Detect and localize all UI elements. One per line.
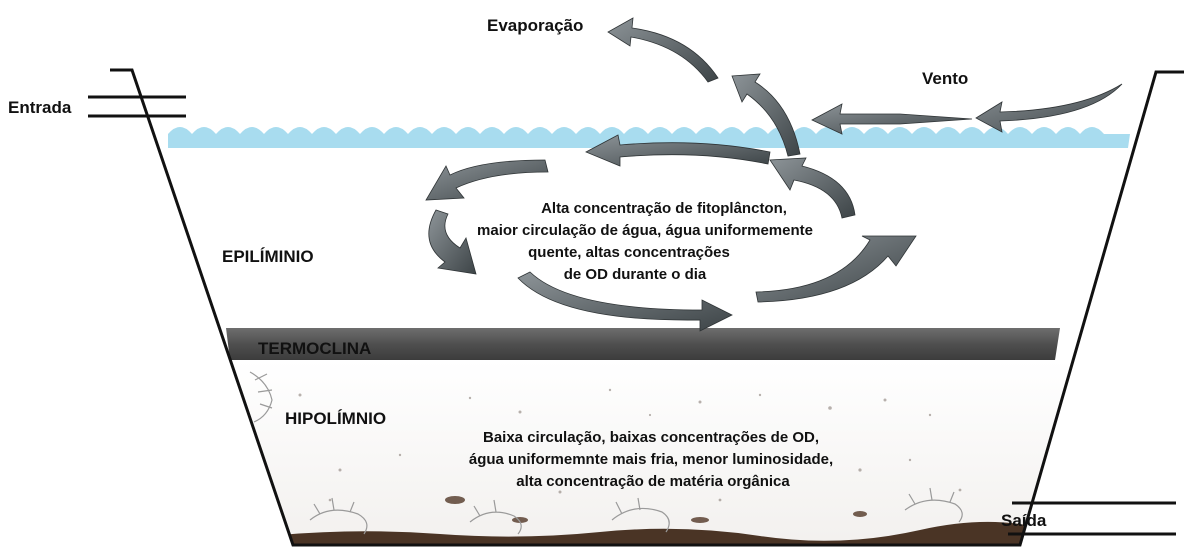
epilimnion-description: Alta concentração de fitoplâncton, maior…: [477, 200, 813, 283]
evaporation-arrow-upper: [607, 17, 719, 83]
epilimnion-label: EPILÍMINIO: [222, 247, 314, 266]
hypolimnion-text-line: alta concentração de matéria orgânica: [516, 473, 790, 490]
evaporation-label: Evaporação: [487, 16, 583, 35]
wind-label: Vento: [922, 69, 968, 88]
epilimnion-text-line: quente, altas concentrações: [528, 244, 730, 261]
epilimnion-text-line: maior circulação de água, água uniformem…: [477, 222, 813, 239]
surface-arrow: [585, 134, 771, 167]
epilimnion-text-line: de OD durante o dia: [564, 266, 707, 283]
circulation-arrows: [425, 17, 1123, 332]
hypolimnion-zone: [130, 360, 1158, 545]
thermocline-label: TERMOCLINA: [258, 339, 371, 358]
evaporation-arrow-lower: [731, 73, 801, 157]
outlet-label: Saída: [1001, 511, 1047, 530]
curl-arrow-lower-right: [755, 235, 917, 303]
water-surface: [168, 127, 1130, 148]
shrimp-illustrations: [249, 371, 963, 535]
wind-arrow-right: [975, 83, 1123, 133]
wind-arrow-left: [811, 103, 973, 135]
hypolimnion-description: Baixa circulação, baixas concentrações d…: [469, 429, 833, 490]
curl-arrow-upper-left: [425, 159, 549, 201]
curl-arrow-right: [769, 157, 856, 219]
inlet-label: Entrada: [8, 98, 72, 117]
hypolimnion-text-line: Baixa circulação, baixas concentrações d…: [483, 429, 819, 446]
hypolimnion-label: HIPOLÍMNIO: [285, 409, 386, 428]
epilimnion-text-line: Alta concentração de fitoplâncton,: [541, 200, 787, 217]
pond-walls: [110, 68, 1184, 547]
hypolimnion-text-line: água uniformemnte mais fria, menor lumin…: [469, 451, 833, 468]
outlet-pipe: [1008, 501, 1176, 536]
thermocline-band: [226, 328, 1060, 360]
curl-arrow-bottom: [517, 271, 733, 332]
inlet-pipe: [88, 95, 186, 118]
curl-arrow-left: [428, 209, 477, 275]
